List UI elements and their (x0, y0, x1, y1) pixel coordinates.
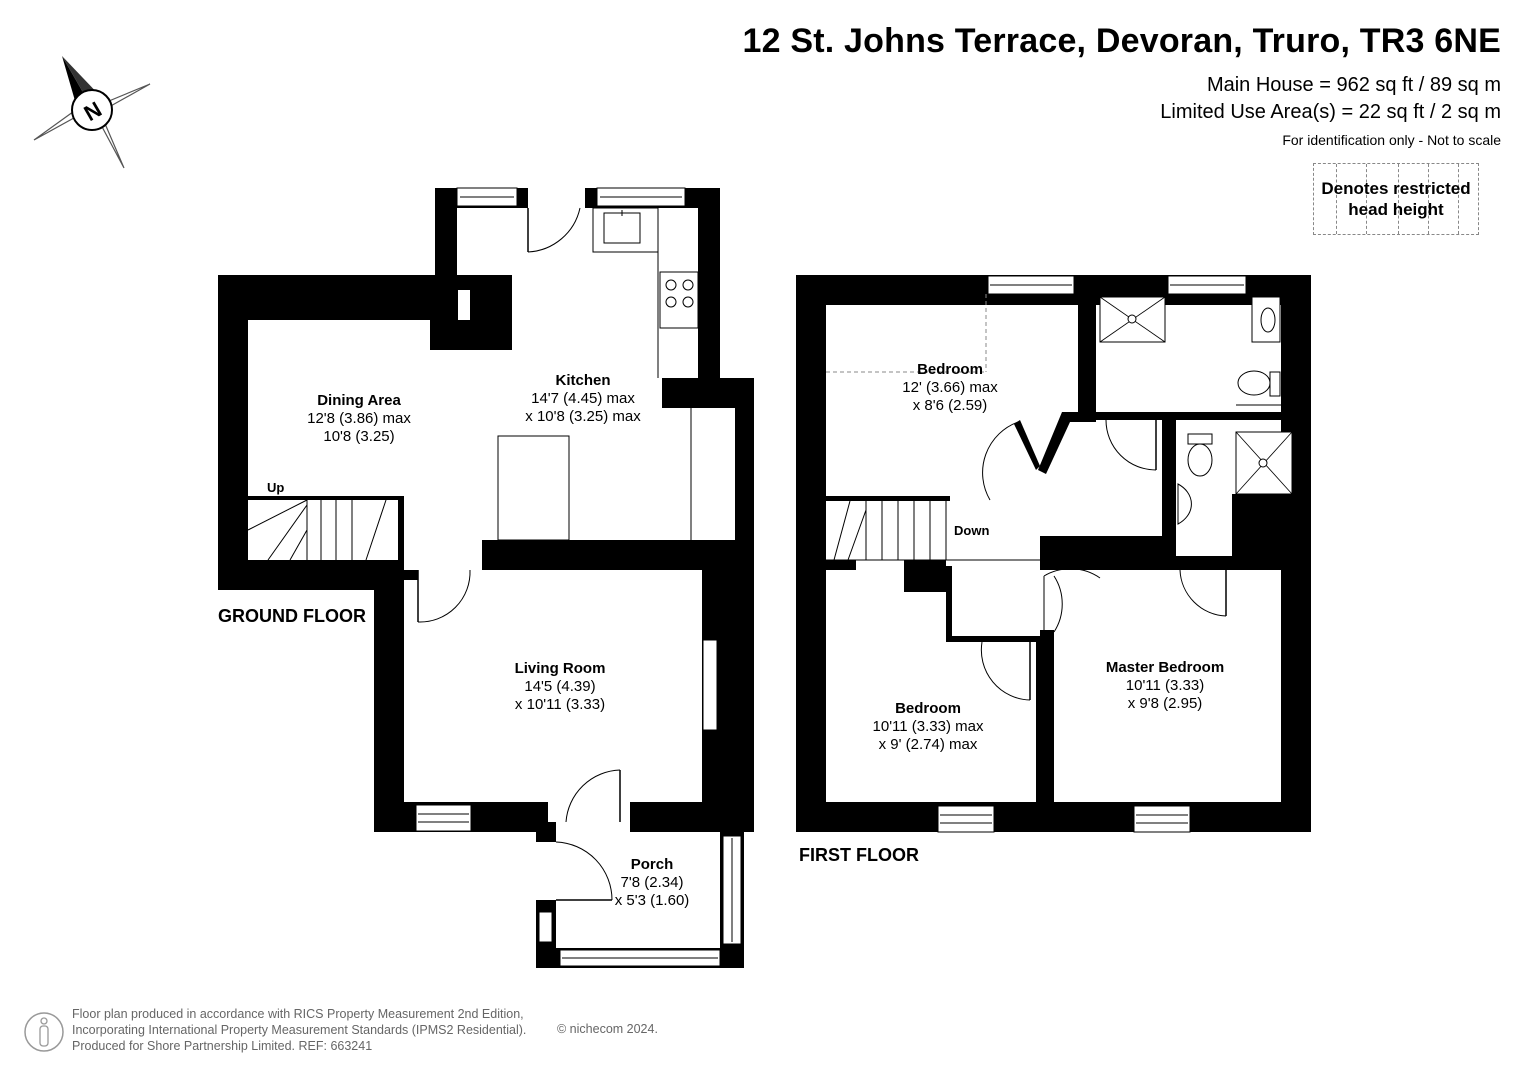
room-dim1: 10'11 (3.33) (1125, 677, 1205, 694)
room-name: Master Bedroom (1105, 659, 1225, 676)
room-dim2: x 10'8 (3.25) max (525, 408, 641, 425)
room-dim1: 10'11 (3.33) max (872, 718, 984, 735)
room-living-room: Living Room 14'5 (4.39) x 10'11 (3.33) (515, 660, 606, 714)
stairs-up-label: Up (267, 480, 285, 495)
room-name: Bedroom (917, 361, 983, 378)
room-name: Kitchen (555, 372, 611, 389)
room-bedroom-top: Bedroom 12' (3.66) max x 8'6 (2.59) (902, 361, 997, 415)
room-dining-area: Dining Area 12'8 (3.86) max 10'8 (3.25) (307, 392, 411, 446)
room-porch: Porch 7'8 (2.34) x 5'3 (1.60) (615, 856, 690, 910)
room-name: Bedroom (895, 700, 961, 717)
room-dim1: 14'5 (4.39) (524, 678, 596, 695)
footer-copyright: © nichecom 2024. (557, 1022, 658, 1036)
legend-label: Denotes restricted head height (1321, 179, 1471, 219)
footer-disclaimer: Floor plan produced in accordance with R… (72, 1006, 526, 1054)
footer-line: Produced for Shore Partnership Limited. … (72, 1039, 373, 1053)
stairs-down-label: Down (954, 523, 990, 538)
room-dim2: x 10'11 (3.33) (514, 696, 606, 713)
room-name: Dining Area (317, 392, 401, 409)
person-scale-icon (24, 1012, 64, 1052)
room-bedroom-bottom: Bedroom 10'11 (3.33) max x 9' (2.74) max (873, 700, 984, 754)
room-dim1: 7'8 (2.34) (620, 874, 684, 891)
room-name: Porch (630, 856, 674, 873)
room-dim2: 10'8 (3.25) (323, 428, 395, 445)
scale-note: For identification only - Not to scale (1282, 132, 1501, 148)
north-compass-icon: N (33, 56, 151, 169)
room-dim1: 12' (3.66) max (902, 379, 998, 396)
property-address: 12 St. Johns Terrace, Devoran, Truro, TR… (742, 22, 1501, 60)
floor-label-first: FIRST FLOOR (799, 845, 919, 865)
room-dim2: x 5'3 (1.60) (614, 892, 690, 909)
footer-line: Floor plan produced in accordance with R… (72, 1007, 524, 1021)
footer-line: Incorporating International Property Mea… (72, 1023, 527, 1037)
room-dim2: x 8'6 (2.59) (912, 397, 988, 414)
room-dim1: 12'8 (3.86) max (307, 410, 411, 427)
room-name: Living Room (514, 660, 606, 677)
first-floor-plan (796, 275, 1311, 833)
room-kitchen: Kitchen 14'7 (4.45) max x 10'8 (3.25) ma… (525, 372, 640, 426)
floor-label-ground: GROUND FLOOR (218, 606, 366, 626)
room-dim2: x 9' (2.74) max (878, 736, 978, 753)
room-dim2: x 9'8 (2.95) (1127, 695, 1203, 712)
restricted-height-legend: Denotes restricted head height (1313, 163, 1479, 235)
room-master-bedroom: Master Bedroom 10'11 (3.33) x 9'8 (2.95) (1106, 659, 1224, 713)
room-dim1: 14'7 (4.45) max (531, 390, 635, 407)
ground-floor-plan (218, 187, 754, 968)
limited-use-area: Limited Use Area(s) = 22 sq ft / 2 sq m (1160, 101, 1501, 123)
main-house-area: Main House = 962 sq ft / 89 sq m (1206, 74, 1501, 96)
